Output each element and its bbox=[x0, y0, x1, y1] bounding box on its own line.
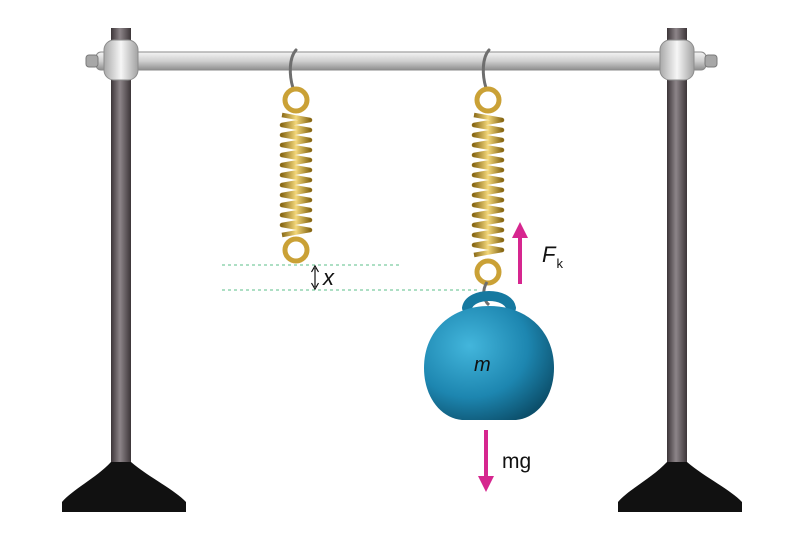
spring-icon bbox=[471, 48, 505, 286]
right-base bbox=[618, 462, 742, 512]
displacement-label: x bbox=[323, 265, 334, 290]
right-stand bbox=[618, 28, 742, 512]
spring-force-symbol: F bbox=[542, 242, 556, 267]
right-clamp bbox=[659, 39, 695, 81]
mass-body bbox=[424, 306, 554, 420]
left-base bbox=[62, 462, 186, 512]
left-pole bbox=[111, 28, 131, 468]
mass-label: m bbox=[474, 354, 491, 376]
spring-force-label: Fk bbox=[542, 242, 563, 271]
left-stand bbox=[62, 28, 186, 512]
right-pole bbox=[667, 28, 687, 468]
left-clamp bbox=[103, 39, 139, 81]
spring-icon bbox=[279, 48, 313, 264]
crossbar bbox=[85, 51, 718, 71]
arrow-down-icon bbox=[478, 430, 494, 492]
weight-icon bbox=[424, 291, 554, 420]
weight-label: mg bbox=[502, 450, 532, 473]
spring-force-subscript: k bbox=[556, 256, 563, 271]
arrow-up-icon bbox=[512, 222, 528, 284]
displacement-marker bbox=[310, 264, 320, 291]
